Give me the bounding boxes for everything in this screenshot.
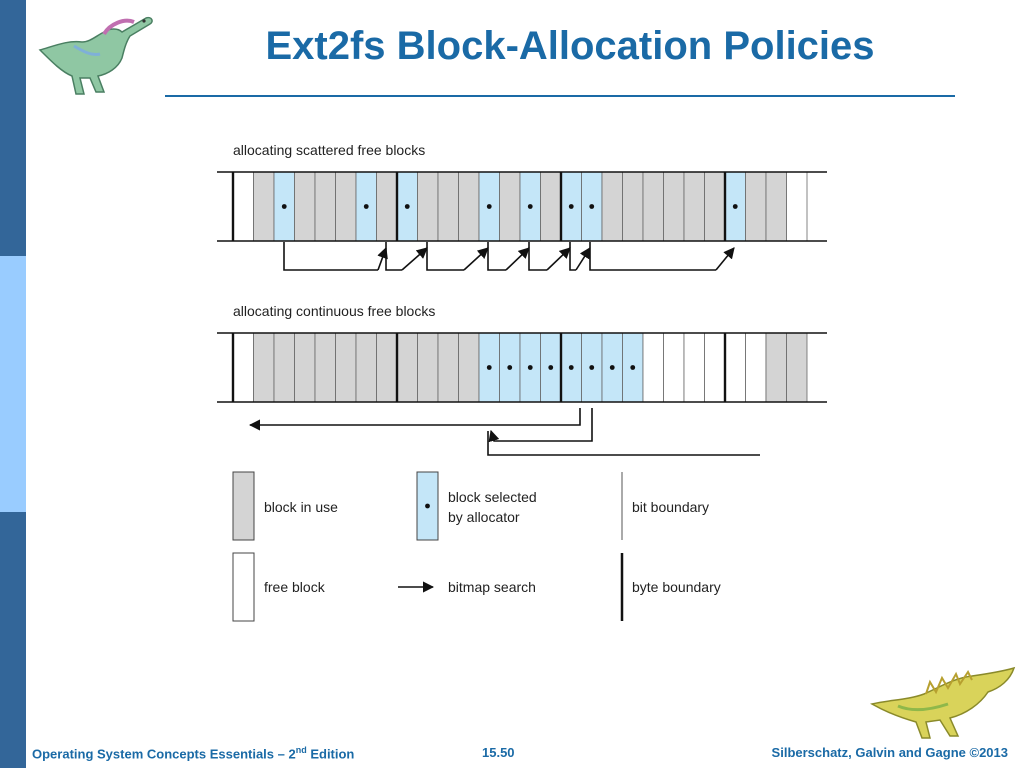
scattered-block-22 [683,171,705,242]
continuous-selected-dot-18 [609,365,615,370]
continuous-block-5 [335,332,357,403]
scattered-selected-dot-24 [732,204,738,209]
continuous-block-2 [273,332,295,403]
scattered-selected-dot-16 [568,204,574,209]
continuous-block-4 [314,332,336,403]
continuous-block-10 [437,332,459,403]
continuous-block-26 [765,332,787,403]
continuous-block-24 [724,332,746,403]
scattered-block-26 [765,171,787,242]
continuous-block-25 [745,332,767,403]
scattered-block-7 [376,171,398,242]
continuous-selected-dot-19 [630,365,636,370]
continuous-search-path [248,408,760,456]
scattered-selected-dot-2 [281,204,287,209]
scattered-selected-dot-17 [589,204,595,209]
scattered-block-25 [745,171,767,242]
continuous-block-0 [232,332,254,403]
continuous-block-1 [253,332,275,403]
sidebar-band-bottom [0,512,26,768]
continuous-block-20 [642,332,664,403]
scattered-block-20 [642,171,664,242]
scattered-block-13 [499,171,521,242]
legend-selected-label-line2: by allocator [448,509,520,525]
continuous-selected-dot-17 [589,365,595,370]
legend-byte-boundary-label: byte boundary [632,579,721,595]
continuous-block-7 [376,332,398,403]
legend-selected-dot [425,503,430,509]
scattered-block-15 [540,171,562,242]
continuous-block-3 [294,332,316,403]
scattered-selected-dot-14 [527,204,533,209]
scattered-block-5 [335,171,357,242]
scattered-selected-dot-12 [486,204,492,209]
scattered-block-row [217,171,827,242]
scattered-block-9 [417,171,439,242]
continuous-selected-dot-16 [568,365,574,370]
scattered-block-19 [622,171,644,242]
scattered-block-3 [294,171,316,242]
continuous-selected-dot-14 [527,365,533,370]
scattered-selected-dot-8 [404,204,410,209]
continuous-block-22 [683,332,705,403]
scattered-block-27 [786,171,808,242]
continuous-selected-dot-12 [486,365,492,370]
continuous-selected-dot-15 [548,365,554,370]
slide-title: Ext2fs Block-Allocation Policies [265,24,875,68]
continuous-block-27 [786,332,808,403]
scattered-selected-dot-6 [363,204,369,209]
legend: block in use block selected by allocator… [232,471,721,622]
scattered-section-label: allocating scattered free blocks [233,142,425,158]
scattered-block-18 [601,171,623,242]
continuous-block-row [217,332,827,403]
scattered-block-10 [437,171,459,242]
legend-in-use-label: block in use [264,499,338,515]
continuous-block-8 [396,332,418,403]
scattered-block-23 [704,171,726,242]
continuous-block-21 [663,332,685,403]
dinosaur-icon [38,16,153,95]
legend-free-swatch [232,552,255,622]
continuous-selected-dot-13 [507,365,513,370]
sidebar-band-top [0,0,26,256]
legend-in-use-swatch [232,471,255,541]
legend-free-label: free block [264,579,326,595]
dinosaur-icon [870,666,1016,739]
continuous-block-9 [417,332,439,403]
continuous-block-11 [458,332,480,403]
scattered-block-1 [253,171,275,242]
legend-selected-label-line1: block selected [448,489,537,505]
scattered-block-21 [663,171,685,242]
continuous-block-6 [355,332,377,403]
footer-page-number: 15.50 [482,745,515,760]
footer-copyright: Silberschatz, Galvin and Gagne ©2013 [771,745,1008,760]
legend-bitmap-search-label: bitmap search [448,579,536,595]
scattered-block-11 [458,171,480,242]
legend-bit-boundary-label: bit boundary [632,499,709,515]
scattered-block-0 [232,171,254,242]
continuous-section-label: allocating continuous free blocks [233,303,435,319]
scattered-search-path [283,242,735,271]
scattered-block-4 [314,171,336,242]
continuous-block-23 [704,332,726,403]
footer-book-title: Operating System Concepts Essentials – 2… [32,745,355,762]
sidebar-band-middle [0,256,26,512]
title-underline [165,95,955,97]
